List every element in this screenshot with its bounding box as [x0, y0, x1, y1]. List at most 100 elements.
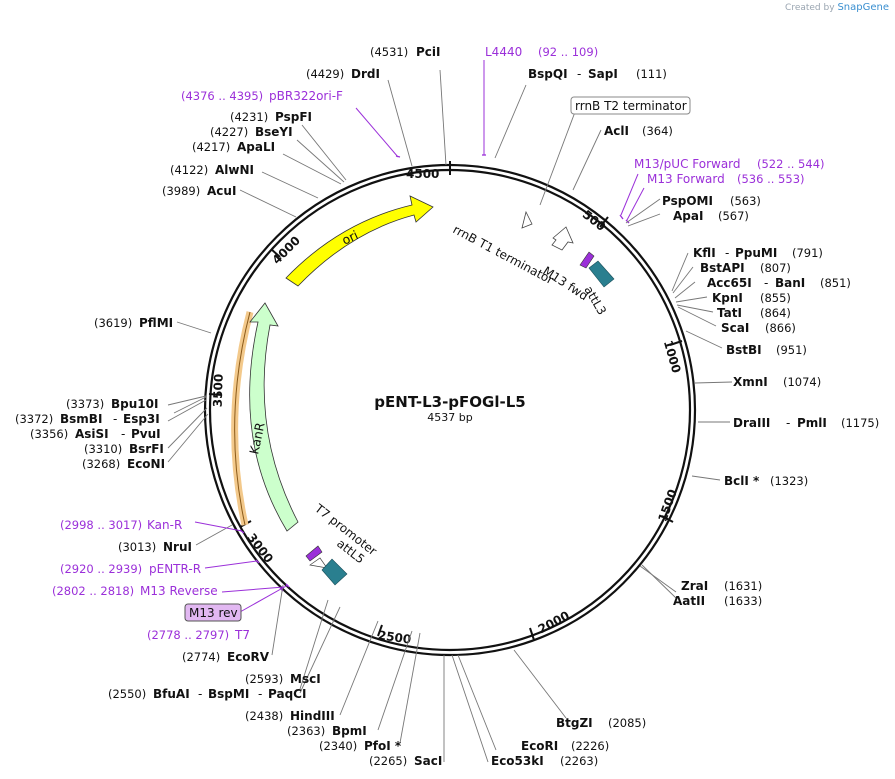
enzyme-pos: (791): [792, 246, 823, 260]
enzyme-name: BclI *: [724, 474, 760, 488]
primer-pos: (2920 .. 2939): [60, 562, 142, 576]
primer-name: L4440: [485, 45, 522, 59]
enzyme-pos: (3373): [66, 397, 104, 411]
primer-name: M13 Reverse: [140, 584, 218, 598]
enzyme-pos: (3310): [84, 442, 122, 456]
enzyme-name: AatII: [673, 594, 705, 608]
primer-pos: (2998 .. 3017): [60, 518, 142, 532]
enzyme-name: EcoNI: [127, 457, 165, 471]
enzyme-name2: SapI: [588, 67, 618, 81]
tick-3500: 3500: [211, 374, 226, 408]
enzyme-pos: (1323): [770, 474, 808, 488]
enzyme-name: AsiSI: [75, 427, 109, 441]
enzyme-name: Acc65I: [707, 276, 752, 290]
enzyme-name: ApaLI: [237, 140, 275, 154]
primer-pos: (92 .. 109): [538, 45, 598, 59]
enzyme-name: HindIII: [290, 709, 335, 723]
attl3-label: attL3: [581, 284, 609, 318]
ori-feature[interactable]: ori: [285, 195, 434, 287]
enzyme-sep: -: [764, 276, 768, 290]
t7-promoter-feature[interactable]: T7 promoter: [305, 501, 380, 569]
tick-3000: 3000: [244, 531, 276, 566]
enzyme-pos: (567): [718, 209, 749, 223]
enzyme-name: KpnI: [712, 291, 743, 305]
enzyme-name: AlwNI: [215, 163, 254, 177]
enzyme-pos: (2085): [608, 716, 646, 730]
enzyme-pos: (4531): [370, 45, 408, 59]
primer-pos: (536 .. 553): [737, 172, 805, 186]
tick-4500: 4500: [406, 167, 439, 181]
enzyme-name: XmnI: [733, 375, 768, 389]
primer-pos: (2802 .. 2818): [52, 584, 134, 598]
snapgene-brand: Created by SnapGene: [785, 2, 889, 13]
plasmid-length: 4537 bp: [427, 411, 472, 424]
rrnb-t2-box[interactable]: rrnB T2 terminator: [570, 96, 691, 115]
enzyme-pos: (807): [760, 261, 791, 275]
enzyme-name: BstAPI: [700, 261, 745, 275]
m13-rev-label: M13 rev: [189, 606, 238, 620]
enzyme-name2: BspMI: [208, 687, 249, 701]
enzyme-name: BsrFI: [129, 442, 164, 456]
enzyme-pos: (2263): [560, 754, 598, 768]
attl3-feature[interactable]: attL3: [581, 260, 615, 318]
enzyme-name: AcuI: [207, 184, 236, 198]
enzyme-pos: (4429): [306, 67, 344, 81]
enzyme-name: KflI: [693, 246, 716, 260]
enzyme-name: Bpu10I: [111, 397, 158, 411]
enzyme-sep: -: [786, 416, 790, 430]
enzyme-sep: -: [121, 427, 125, 441]
enzyme-name2: Esp3I: [123, 412, 160, 426]
primer-markers: [239, 154, 630, 592]
enzyme-name2: PmlI: [797, 416, 827, 430]
enzyme-pos: (4122): [170, 163, 208, 177]
enzyme-sep: -: [198, 687, 202, 701]
enzyme-name: EcoRV: [227, 650, 270, 664]
enzyme-name: BspQI: [528, 67, 568, 81]
enzyme-pos: (2226): [571, 739, 609, 753]
enzyme-pos: (3013): [118, 540, 156, 554]
enzyme-name3: PaqCI: [268, 687, 306, 701]
enzyme-pos: (1175): [841, 416, 879, 430]
primer-pos: (2778 .. 2797): [147, 628, 229, 642]
enzyme-pos: (364): [642, 124, 673, 138]
enzyme-pos: (3356): [30, 427, 68, 441]
kanr-primer-band-outline: [234, 311, 251, 526]
enzyme-pos: (2593): [245, 672, 283, 686]
enzyme-name: PciI: [416, 45, 441, 59]
primer-labels: L4440 (92 .. 109) M13/pUC Forward (522 .…: [52, 45, 825, 642]
m13-rev-box[interactable]: M13 rev: [184, 603, 242, 622]
enzyme-pos: (3989): [162, 184, 200, 198]
enzyme-pos: (111): [636, 67, 667, 81]
enzyme-pos: (3268): [82, 457, 120, 471]
primer-name: pBR322ori-F: [269, 89, 343, 103]
enzyme-name: BfuAI: [153, 687, 190, 701]
enzyme-pos: (1631): [724, 579, 762, 593]
enzyme-pos: (563): [730, 194, 761, 208]
enzyme-name: PflMI: [139, 316, 173, 330]
enzyme-labels-right: BspQI - SapI (111) AclI (364) PspOMI (56…: [491, 67, 879, 768]
kanr-feature[interactable]: KanR: [246, 302, 299, 532]
enzyme-name: NruI: [163, 540, 192, 554]
enzyme-pos: (4227): [210, 125, 248, 139]
primer-name: M13/pUC Forward: [634, 157, 741, 171]
enzyme-name: ZraI: [681, 579, 708, 593]
enzyme-name: PspOMI: [662, 194, 713, 208]
enzyme-name: BstBI: [726, 343, 762, 357]
enzyme-name: BseYI: [255, 125, 293, 139]
ori-label: ori: [339, 227, 360, 247]
enzyme-sep: -: [577, 67, 581, 81]
rrnb-t2-terminator-mark: [521, 210, 533, 229]
primer-name: Kan-R: [147, 518, 182, 532]
enzyme-name: DrdI: [351, 67, 380, 81]
primer-name: T7: [234, 628, 250, 642]
enzyme-name: ApaI: [673, 209, 703, 223]
enzyme-labels-left: (4531) PciI (4429) DrdI (4231) PspFI (42…: [15, 45, 442, 768]
enzyme-name2: PpuMI: [735, 246, 777, 260]
plasmid-name: pENT-L3-pFOGl-L5: [374, 393, 525, 411]
primer-name: M13 Forward: [647, 172, 725, 186]
enzyme-name: BpmI: [332, 724, 367, 738]
enzyme-pos: (1074): [783, 375, 821, 389]
enzyme-name: BtgZI: [556, 716, 593, 730]
enzyme-name: PspFI: [275, 110, 312, 124]
